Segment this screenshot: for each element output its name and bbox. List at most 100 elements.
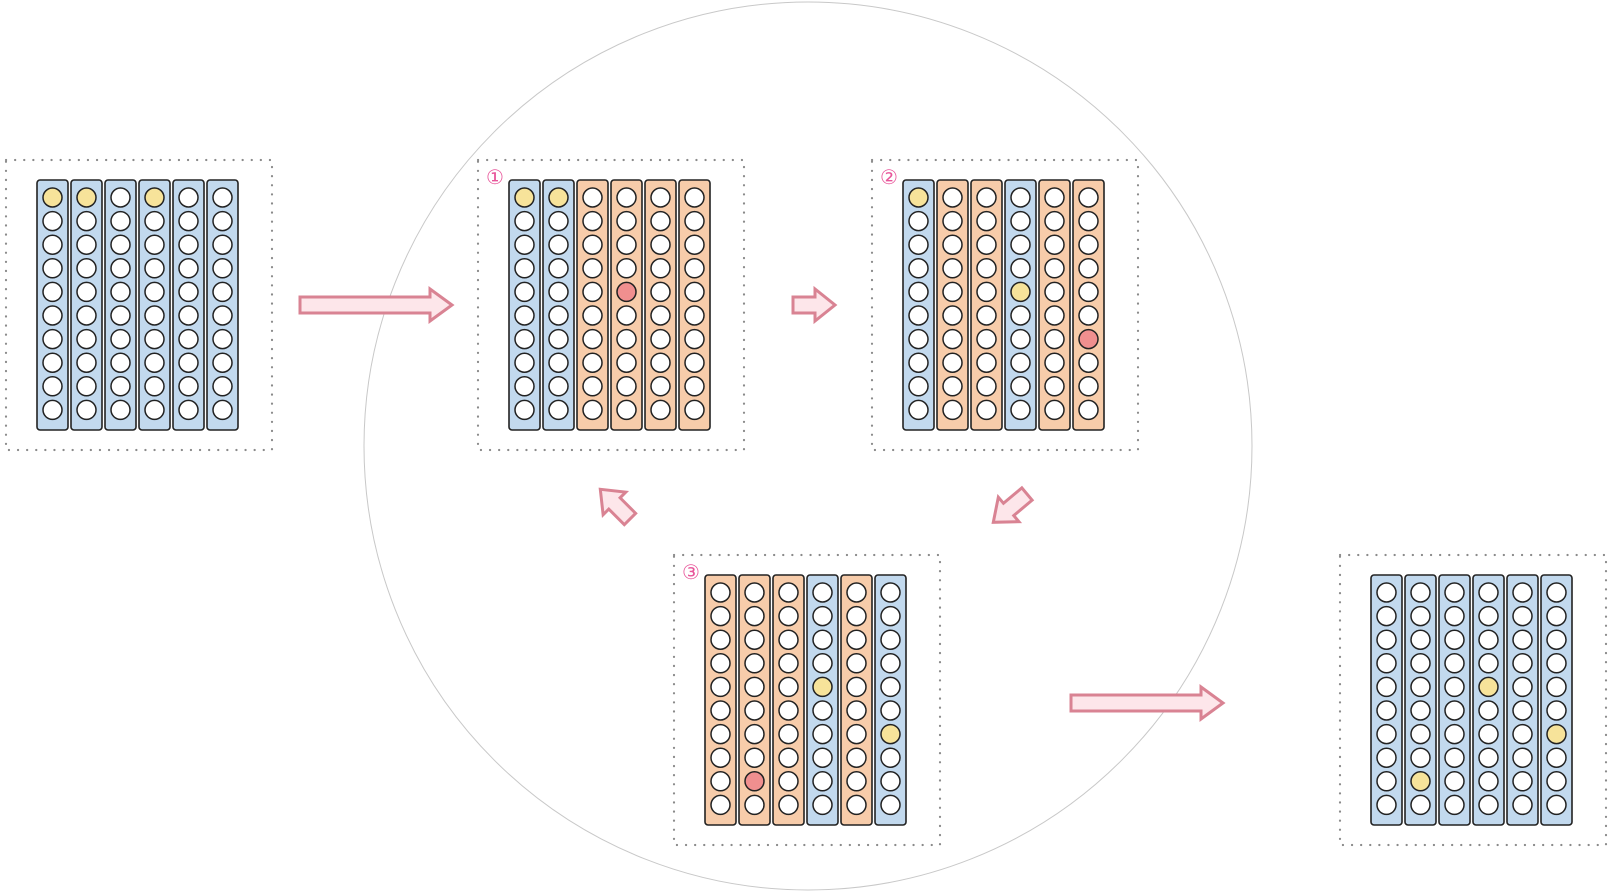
slot-empty — [744, 605, 765, 627]
slot-empty — [616, 399, 637, 421]
slot-empty — [1010, 258, 1031, 279]
slot-empty — [778, 629, 799, 650]
column — [704, 574, 737, 826]
slot-empty — [880, 629, 901, 650]
slot-empty — [908, 281, 929, 303]
slot-empty — [812, 582, 833, 603]
slot-empty — [178, 328, 199, 350]
slot-empty — [1010, 210, 1031, 232]
slot-empty — [76, 281, 97, 303]
slot-empty — [1044, 352, 1065, 373]
slot-empty — [880, 605, 901, 627]
slot-empty — [778, 723, 799, 745]
slot-empty — [942, 187, 963, 208]
slot-empty — [548, 281, 569, 303]
column — [36, 179, 69, 431]
slot-empty — [1044, 305, 1065, 326]
arrow-step-2-to-step-3 — [991, 485, 1035, 524]
slot-empty — [514, 258, 535, 279]
slot-empty — [942, 328, 963, 350]
column — [1038, 179, 1071, 431]
slot-empty — [846, 723, 867, 745]
slot-empty — [846, 794, 867, 816]
slot-empty — [548, 258, 569, 279]
column — [1540, 574, 1573, 826]
slot-empty — [650, 352, 671, 373]
slot-empty — [110, 305, 131, 326]
slot-empty — [710, 629, 731, 650]
slot-empty — [846, 700, 867, 721]
slot-empty — [616, 234, 637, 255]
slot-empty — [744, 582, 765, 603]
slot-empty — [144, 328, 165, 350]
cycle-ring — [363, 1, 1253, 891]
slot-empty — [976, 376, 997, 397]
slot-empty — [178, 399, 199, 421]
slot-empty — [1010, 399, 1031, 421]
slot-empty — [1376, 723, 1397, 745]
slot-empty — [548, 210, 569, 232]
slot-empty — [514, 328, 535, 350]
slot-empty — [582, 376, 603, 397]
slot-empty — [880, 747, 901, 768]
slot-empty — [1444, 605, 1465, 627]
arrow-step-3-to-step-1 — [598, 487, 638, 527]
slot-empty — [582, 281, 603, 303]
slot-empty — [1044, 399, 1065, 421]
slot-empty — [1478, 723, 1499, 745]
slot-empty — [1546, 700, 1567, 721]
slot-empty — [1444, 582, 1465, 603]
slot-empty — [846, 771, 867, 792]
slot-empty — [942, 376, 963, 397]
slot-empty — [616, 352, 637, 373]
column — [206, 179, 239, 431]
slot-empty — [514, 281, 535, 303]
slot-empty — [582, 399, 603, 421]
slot-empty — [76, 352, 97, 373]
slot-empty — [942, 305, 963, 326]
slot-empty — [1444, 700, 1465, 721]
column — [1438, 574, 1471, 826]
slot-empty — [110, 187, 131, 208]
slot-empty — [110, 234, 131, 255]
slot-empty — [880, 700, 901, 721]
column — [970, 179, 1003, 431]
slot-empty — [1044, 234, 1065, 255]
slot-empty — [684, 376, 705, 397]
slot-empty — [650, 376, 671, 397]
slot-empty — [710, 794, 731, 816]
slot-empty — [1478, 582, 1499, 603]
slot-empty — [1546, 747, 1567, 768]
slot-empty — [1410, 582, 1431, 603]
slot-empty — [1376, 629, 1397, 650]
arrow-step-1-to-step-2 — [791, 285, 838, 325]
slot-empty — [1010, 352, 1031, 373]
slot-empty — [212, 399, 233, 421]
slot-yellow — [1010, 281, 1031, 303]
column — [738, 574, 771, 826]
slot-empty — [778, 747, 799, 768]
slot-empty — [1478, 794, 1499, 816]
slot-empty — [1444, 653, 1465, 674]
slot-empty — [1044, 328, 1065, 350]
slot-empty — [812, 771, 833, 792]
slot-empty — [1546, 582, 1567, 603]
slot-yellow — [1478, 676, 1499, 698]
slot-empty — [548, 352, 569, 373]
slot-empty — [744, 676, 765, 698]
slot-empty — [744, 629, 765, 650]
slot-empty — [76, 399, 97, 421]
slot-red — [744, 771, 765, 792]
slot-empty — [846, 676, 867, 698]
slot-empty — [1546, 629, 1567, 650]
arrow-initial-to-step-1 — [298, 286, 455, 324]
column — [806, 574, 839, 826]
slot-empty — [710, 582, 731, 603]
slot-empty — [846, 605, 867, 627]
slot-empty — [1478, 605, 1499, 627]
slot-empty — [514, 399, 535, 421]
slot-empty — [212, 258, 233, 279]
slot-empty — [616, 328, 637, 350]
slot-empty — [110, 352, 131, 373]
slot-empty — [582, 187, 603, 208]
